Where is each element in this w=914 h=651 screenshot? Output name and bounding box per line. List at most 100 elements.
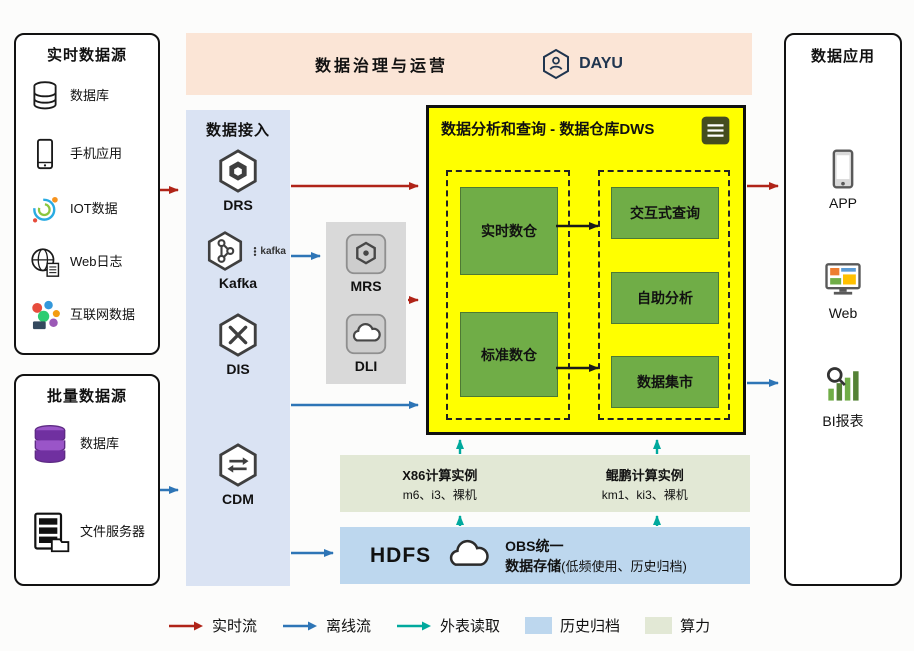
kunpeng-compute-group: 鲲鹏计算实例 km1、ki3、裸机	[602, 465, 688, 503]
source-item-label: IOT数据	[70, 200, 118, 216]
dis-hexagon-icon	[219, 313, 257, 357]
realtime-arrow-icon	[169, 621, 203, 630]
governance-banner: 数据治理与运营 DAYU	[186, 33, 752, 95]
source-item-web-log: Web日志	[28, 245, 152, 279]
processing-item-dli: DLI	[326, 312, 406, 374]
realtime-warehouse-label: 实时数仓	[481, 223, 537, 239]
ingestion-item-drs: DRS	[186, 148, 290, 213]
dayu-icon	[543, 48, 570, 80]
iot-icon	[32, 196, 58, 223]
offline-arrow-icon	[283, 621, 318, 630]
ingestion-panel: 数据接入 DRS kafka	[186, 110, 290, 586]
ingestion-title: 数据接入	[205, 122, 270, 139]
processing-item-label: DLI	[354, 358, 378, 374]
legend-item-compute: 算力	[645, 615, 710, 636]
obs-line2: 数据存储(低频使用、历史归档)	[505, 557, 687, 574]
obs-storage-text: OBS统一 数据存储(低频使用、历史归档)	[505, 536, 687, 576]
warehouse-group: 实时数仓 标准数仓	[446, 170, 570, 420]
ingestion-item-label: Kafka	[218, 275, 258, 291]
application-item-label: BI报表	[822, 413, 864, 429]
hdfs-label: HDFS	[370, 543, 432, 567]
internet-data-icon	[32, 300, 60, 330]
application-item-web: Web	[786, 257, 900, 321]
data-mart-box: 数据集市	[611, 356, 719, 408]
dayu-label: DAYU	[579, 55, 623, 72]
drs-hexagon-icon	[219, 149, 257, 193]
obs-line1: OBS统一	[505, 537, 564, 554]
processing-item-label: MRS	[350, 278, 382, 294]
compute-swatch	[645, 617, 673, 634]
source-item-mobile-app: 手机应用	[28, 137, 152, 171]
interactive-query-box: 交互式查询	[611, 187, 719, 239]
dws-panel: 数据分析和查询 - 数据仓库DWS 实时数仓 标准数仓 交互式查询 自助分析 数…	[426, 105, 746, 435]
applications-panel: 数据应用 APP Web	[784, 33, 902, 586]
ingestion-item-kafka: kafka Kafka	[186, 230, 290, 291]
cdm-hexagon-icon	[219, 443, 257, 487]
source-item-label: 互联网数据	[70, 306, 136, 322]
source-item-iot: IOT数据	[28, 192, 152, 226]
ingestion-item-cdm: CDM	[186, 442, 290, 507]
bi-report-icon	[826, 367, 859, 401]
app-phone-icon	[832, 149, 854, 189]
legend-item-realtime: 实时流	[168, 615, 257, 636]
ingestion-item-label: DRS	[223, 197, 253, 213]
standard-warehouse-box: 标准数仓	[460, 312, 558, 397]
source-item-internet-data: 互联网数据	[28, 298, 152, 332]
source-item-file-server: 文件服务器	[28, 510, 152, 554]
self-service-analysis-label: 自助分析	[637, 290, 693, 306]
kafka-wordmark: kafka	[252, 246, 286, 257]
interactive-query-label: 交互式查询	[630, 205, 700, 221]
legend-item-external: 外表读取	[396, 615, 500, 636]
legend-item-archive: 历史归档	[525, 615, 620, 636]
ingestion-item-dis: DIS	[186, 312, 290, 377]
dli-icon	[345, 313, 387, 355]
kafka-logo-icon	[254, 247, 257, 256]
dayu-logo: DAYU	[540, 48, 623, 80]
source-item-database: 数据库	[28, 79, 152, 113]
source-item-label: 手机应用	[70, 145, 123, 161]
source-item-label: 文件服务器	[80, 523, 146, 539]
kafka-hexagon-icon	[207, 231, 243, 271]
archive-swatch	[525, 617, 553, 634]
web-log-icon	[31, 248, 60, 277]
web-monitor-icon	[825, 263, 861, 295]
realtime-warehouse-box: 实时数仓	[460, 187, 558, 275]
kunpeng-compute-title: 鲲鹏计算实例	[605, 467, 684, 483]
application-item-app: APP	[786, 147, 900, 211]
application-item-bi: BI报表	[786, 363, 900, 431]
obs-cloud-icon	[450, 539, 489, 566]
dws-title: 数据分析和查询 - 数据仓库DWS	[441, 121, 655, 138]
standard-warehouse-label: 标准数仓	[481, 346, 537, 363]
phone-icon	[36, 138, 54, 170]
source-item-label: Web日志	[70, 253, 123, 269]
file-server-icon	[34, 512, 70, 553]
x86-compute-title: X86计算实例	[402, 467, 478, 483]
governance-banner-title: 数据治理与运营	[315, 58, 449, 75]
source-item-label: 数据库	[80, 435, 120, 451]
x86-compute-subtitle: m6、i3、裸机	[402, 487, 477, 502]
source-item-batch-database: 数据库	[28, 422, 152, 466]
source-item-label: 数据库	[70, 87, 110, 103]
purple-database-icon	[34, 424, 66, 464]
legend-item-offline: 离线流	[282, 615, 371, 636]
application-item-label: Web	[828, 305, 858, 321]
kunpeng-compute-subtitle: km1、ki3、裸机	[601, 487, 688, 502]
data-mart-label: 数据集市	[637, 374, 693, 390]
mrs-icon	[345, 233, 387, 275]
compute-instances-panel: X86计算实例 m6、i3、裸机 鲲鹏计算实例 km1、ki3、裸机	[340, 455, 750, 512]
batch-sources-title: 批量数据源	[46, 388, 127, 405]
external-read-arrow-icon	[397, 621, 432, 630]
legend: 实时流 离线流 外表读取 历史归档 算力	[168, 615, 710, 636]
realtime-sources-panel: 实时数据源 数据库 手机应用 IOT数据	[14, 33, 160, 355]
ingestion-item-label: DIS	[226, 361, 250, 377]
application-item-label: APP	[828, 195, 857, 211]
processing-item-mrs: MRS	[326, 232, 406, 294]
processing-panel: MRS DLI	[326, 222, 406, 384]
analytics-services-group: 交互式查询 自助分析 数据集市	[598, 170, 730, 420]
database-icon	[33, 81, 57, 110]
realtime-sources-title: 实时数据源	[46, 47, 127, 64]
dws-report-icon	[701, 116, 730, 145]
self-service-analysis-box: 自助分析	[611, 272, 719, 324]
applications-title: 数据应用	[810, 48, 875, 65]
